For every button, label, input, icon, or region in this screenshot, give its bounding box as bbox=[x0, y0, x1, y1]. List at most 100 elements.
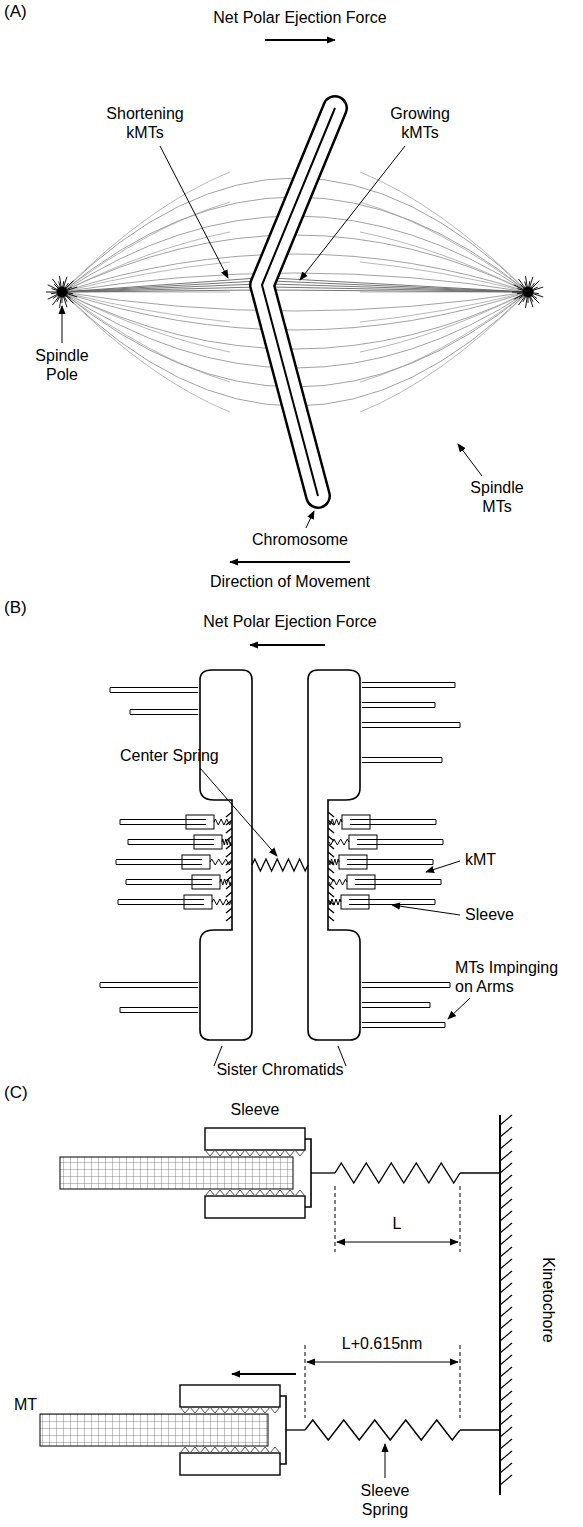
illustration-stroke bbox=[128, 840, 129, 845]
spindle-mt bbox=[62, 273, 528, 292]
illustration-stroke bbox=[362, 1022, 445, 1023]
spring-symbol bbox=[329, 859, 339, 865]
spring-lead bbox=[311, 1172, 335, 1173]
illustration-stroke bbox=[126, 884, 212, 885]
illustration-stroke bbox=[100, 987, 198, 988]
illustration-stroke bbox=[120, 1008, 121, 1013]
spindle-mt bbox=[360, 292, 528, 412]
wall-hatch bbox=[500, 1151, 512, 1161]
illustration-stroke bbox=[355, 879, 441, 880]
illustration-stroke bbox=[349, 899, 435, 900]
wall-hatch bbox=[500, 1295, 512, 1305]
wall-hatch bbox=[500, 1283, 512, 1293]
sleeve-box bbox=[182, 855, 210, 869]
illustration-stroke bbox=[116, 859, 202, 860]
microtubule bbox=[40, 1414, 268, 1446]
dimension-line bbox=[335, 1186, 336, 1252]
wall-hatch bbox=[500, 1271, 512, 1281]
illustration-stroke bbox=[128, 844, 214, 845]
wall-hatch bbox=[500, 1331, 512, 1341]
kinetochore-tick bbox=[328, 892, 334, 897]
kinetochore-tick bbox=[226, 868, 232, 873]
illustration-stroke bbox=[118, 899, 204, 900]
illustration-stroke bbox=[362, 702, 435, 703]
illustration-stroke bbox=[130, 709, 198, 710]
illustration-stroke bbox=[435, 900, 436, 905]
wall-hatch bbox=[500, 1319, 512, 1329]
illustration-stroke bbox=[362, 722, 460, 723]
wall-hatch bbox=[500, 1355, 512, 1365]
wall-hatch bbox=[500, 1367, 512, 1377]
movement-arrow bbox=[232, 1373, 296, 1375]
wall-hatch bbox=[500, 1115, 512, 1125]
dimension-line bbox=[460, 1186, 461, 1252]
label-text: Net Polar Ejection Force bbox=[213, 8, 386, 27]
spindle-mt bbox=[62, 292, 230, 382]
illustration-stroke bbox=[362, 987, 450, 988]
force-arrow bbox=[250, 644, 325, 646]
spindle-mt bbox=[62, 235, 528, 292]
label-text: Growing kMTs bbox=[390, 104, 450, 142]
spindle-mt bbox=[360, 292, 528, 322]
kinetochore-tick bbox=[226, 812, 232, 817]
spindle-mt bbox=[360, 292, 528, 382]
label-text: Chromosome bbox=[252, 530, 348, 549]
chromatid-division bbox=[262, 108, 335, 496]
illustration-stroke bbox=[362, 1027, 445, 1028]
spring-symbol bbox=[210, 859, 231, 865]
wall-hatch bbox=[500, 1259, 512, 1269]
illustration-stroke bbox=[362, 762, 442, 763]
illustration-stroke bbox=[110, 688, 111, 693]
wall-hatch bbox=[500, 1475, 512, 1485]
illustration-stroke bbox=[362, 727, 460, 728]
kinetochore-tick bbox=[226, 852, 232, 857]
wall-hatch bbox=[500, 1463, 512, 1473]
illustration-stroke bbox=[130, 714, 198, 715]
sleeve-box bbox=[186, 815, 214, 829]
illustration-stroke bbox=[126, 880, 127, 885]
wall-hatch bbox=[500, 1451, 512, 1461]
kinetochore-tick bbox=[328, 852, 334, 857]
right-chromatid-group bbox=[308, 670, 460, 1040]
illustration-stroke bbox=[442, 758, 443, 763]
illustration-stroke bbox=[100, 982, 198, 983]
illustration-stroke bbox=[110, 687, 198, 688]
wall-hatch bbox=[500, 1415, 512, 1425]
illustration-stroke bbox=[126, 879, 212, 880]
spring-symbol bbox=[329, 819, 342, 825]
spring-symbol bbox=[252, 859, 308, 871]
label-text: L bbox=[393, 1214, 402, 1233]
spindle-pole bbox=[523, 287, 533, 297]
illustration-stroke bbox=[118, 900, 119, 905]
panel-c bbox=[40, 1115, 512, 1495]
dimension-line bbox=[460, 1345, 461, 1418]
leader-line bbox=[160, 146, 228, 278]
spring-lead bbox=[286, 1429, 305, 1430]
wall-hatch bbox=[500, 1199, 512, 1209]
spindle-mt bbox=[360, 232, 528, 292]
label-text: kMT bbox=[465, 850, 496, 869]
sleeve-plate bbox=[180, 1453, 280, 1475]
illustration-stroke bbox=[110, 692, 198, 693]
spindle-pole bbox=[57, 287, 67, 297]
wall-hatch bbox=[500, 1307, 512, 1317]
wall-hatch bbox=[500, 1379, 512, 1389]
illustration-stroke bbox=[455, 683, 456, 688]
kinetochore-tick bbox=[328, 916, 334, 921]
sleeve-plate bbox=[180, 1385, 280, 1407]
wall-hatch bbox=[500, 1187, 512, 1197]
spindle-mt bbox=[360, 292, 528, 352]
illustration-stroke bbox=[433, 860, 434, 865]
spring-symbol bbox=[220, 879, 231, 885]
wall-hatch bbox=[500, 1427, 512, 1437]
illustration-stroke bbox=[450, 983, 451, 988]
wall-hatch bbox=[500, 1223, 512, 1233]
wall-hatch bbox=[500, 1235, 512, 1245]
wall-hatch bbox=[500, 1439, 512, 1449]
kinetochore-mt bbox=[272, 278, 528, 292]
illustration-stroke bbox=[362, 682, 455, 683]
label-text: Sleeve bbox=[465, 905, 514, 924]
illustration-stroke bbox=[128, 839, 214, 840]
spindle-mt bbox=[62, 292, 230, 322]
illustration-stroke bbox=[441, 880, 442, 885]
